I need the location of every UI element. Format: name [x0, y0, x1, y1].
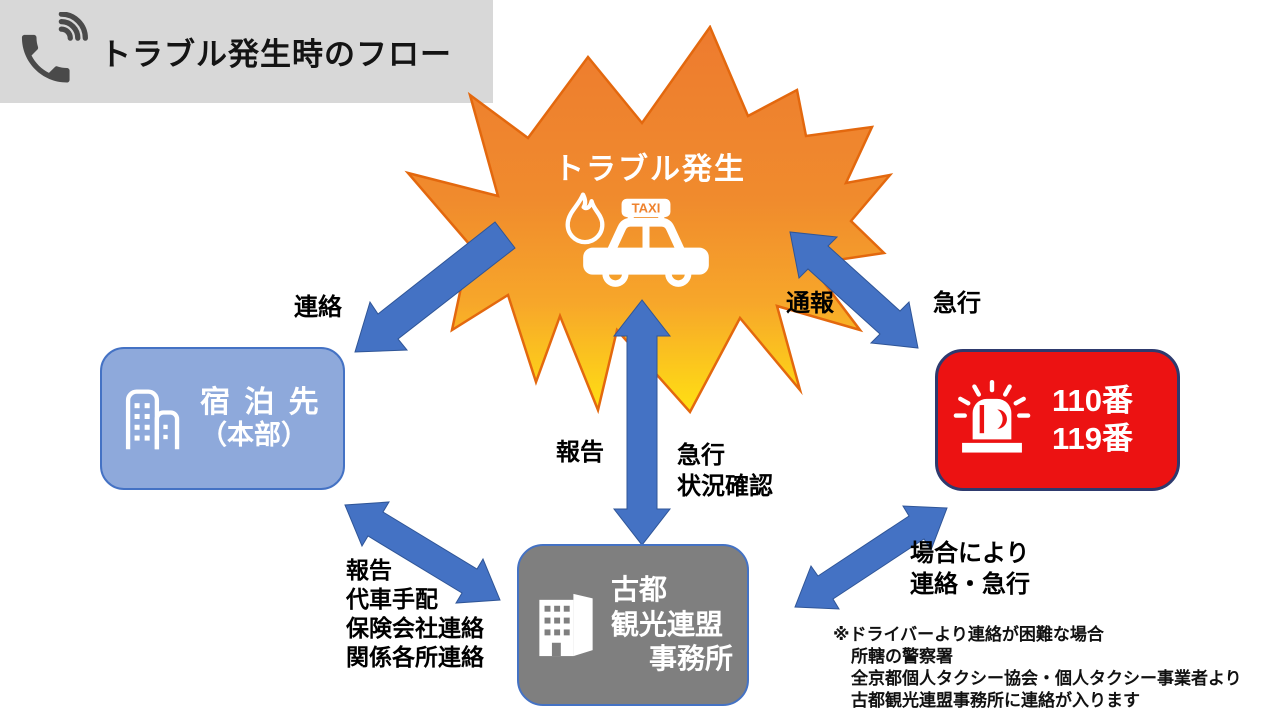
lodging-sublabel: （本部） [200, 420, 308, 451]
office-line3: 事務所 [648, 643, 733, 675]
taxi-sign-text: TAXI [632, 201, 661, 216]
label-case-line2: 連絡・急行 [910, 571, 1030, 599]
node-lodging: 宿 泊 先 （本部） [100, 347, 345, 490]
node-office: 古都 観光連盟 事務所 [517, 544, 749, 706]
label-list-item: 報告 [346, 557, 392, 583]
fire-number: 119番 [1052, 421, 1134, 456]
lodging-label: 宿 泊 先 [200, 385, 322, 419]
phone-icon [21, 11, 88, 83]
page-title: トラブル発生時のフロー [100, 37, 452, 72]
taxi-icon: TAXI [583, 198, 709, 287]
label-rush-right: 急行 [933, 290, 981, 317]
label-list-item: 代車手配 [346, 585, 438, 612]
arrow-police-office [794, 505, 948, 610]
header-banner: トラブル発生時のフロー [0, 0, 493, 103]
arrow-burst-to-lodging [354, 221, 516, 353]
fire-icon [565, 192, 605, 245]
label-report-emergency: 通報 [786, 290, 834, 317]
arrow-burst-police [789, 231, 919, 349]
siren-icon [953, 379, 1031, 453]
label-report-center: 報告 [556, 439, 604, 466]
office-line1: 古都 [611, 573, 668, 605]
explosion-title: トラブル発生 [554, 153, 746, 186]
label-case-by-case: 場合により 連絡・急行 [910, 538, 1030, 600]
footnote-line: 全京都個人タクシー協会・個人タクシー事業者より [851, 669, 1242, 688]
label-list-item: 保険会社連絡 [346, 614, 484, 641]
label-case-line1: 場合により [910, 540, 1030, 567]
police-number: 110番 [1052, 383, 1134, 419]
arrow-burst-office [612, 299, 672, 546]
label-office-to-lodging: 報告 代車手配 保険会社連絡 関係各所連絡 [346, 556, 484, 672]
label-list-item: 関係各所連絡 [346, 643, 484, 670]
footnote: ※ドライバーより連絡が困難な場合 所轄の警察署 全京都個人タクシー協会・個人タク… [833, 624, 1242, 712]
footnote-line: 古都観光連盟事務所に連絡が入ります [851, 691, 1140, 710]
label-rush-status-line1: 急行 [677, 442, 725, 469]
label-rush-status: 急行 状況確認 [677, 440, 773, 502]
footnote-line: ※ドライバーより連絡が困難な場合 [833, 625, 1104, 644]
label-rush-status-line2: 状況確認 [677, 473, 773, 501]
building-outline-icon [125, 388, 180, 449]
footnote-line: 所轄の警察署 [851, 647, 953, 666]
label-contact: 連絡 [294, 294, 342, 321]
node-emergency-call: 110番 119番 [935, 349, 1180, 491]
office-line2: 観光連盟 [611, 608, 724, 640]
arrow-lodging-office [344, 501, 501, 604]
building-solid-icon [539, 593, 593, 657]
